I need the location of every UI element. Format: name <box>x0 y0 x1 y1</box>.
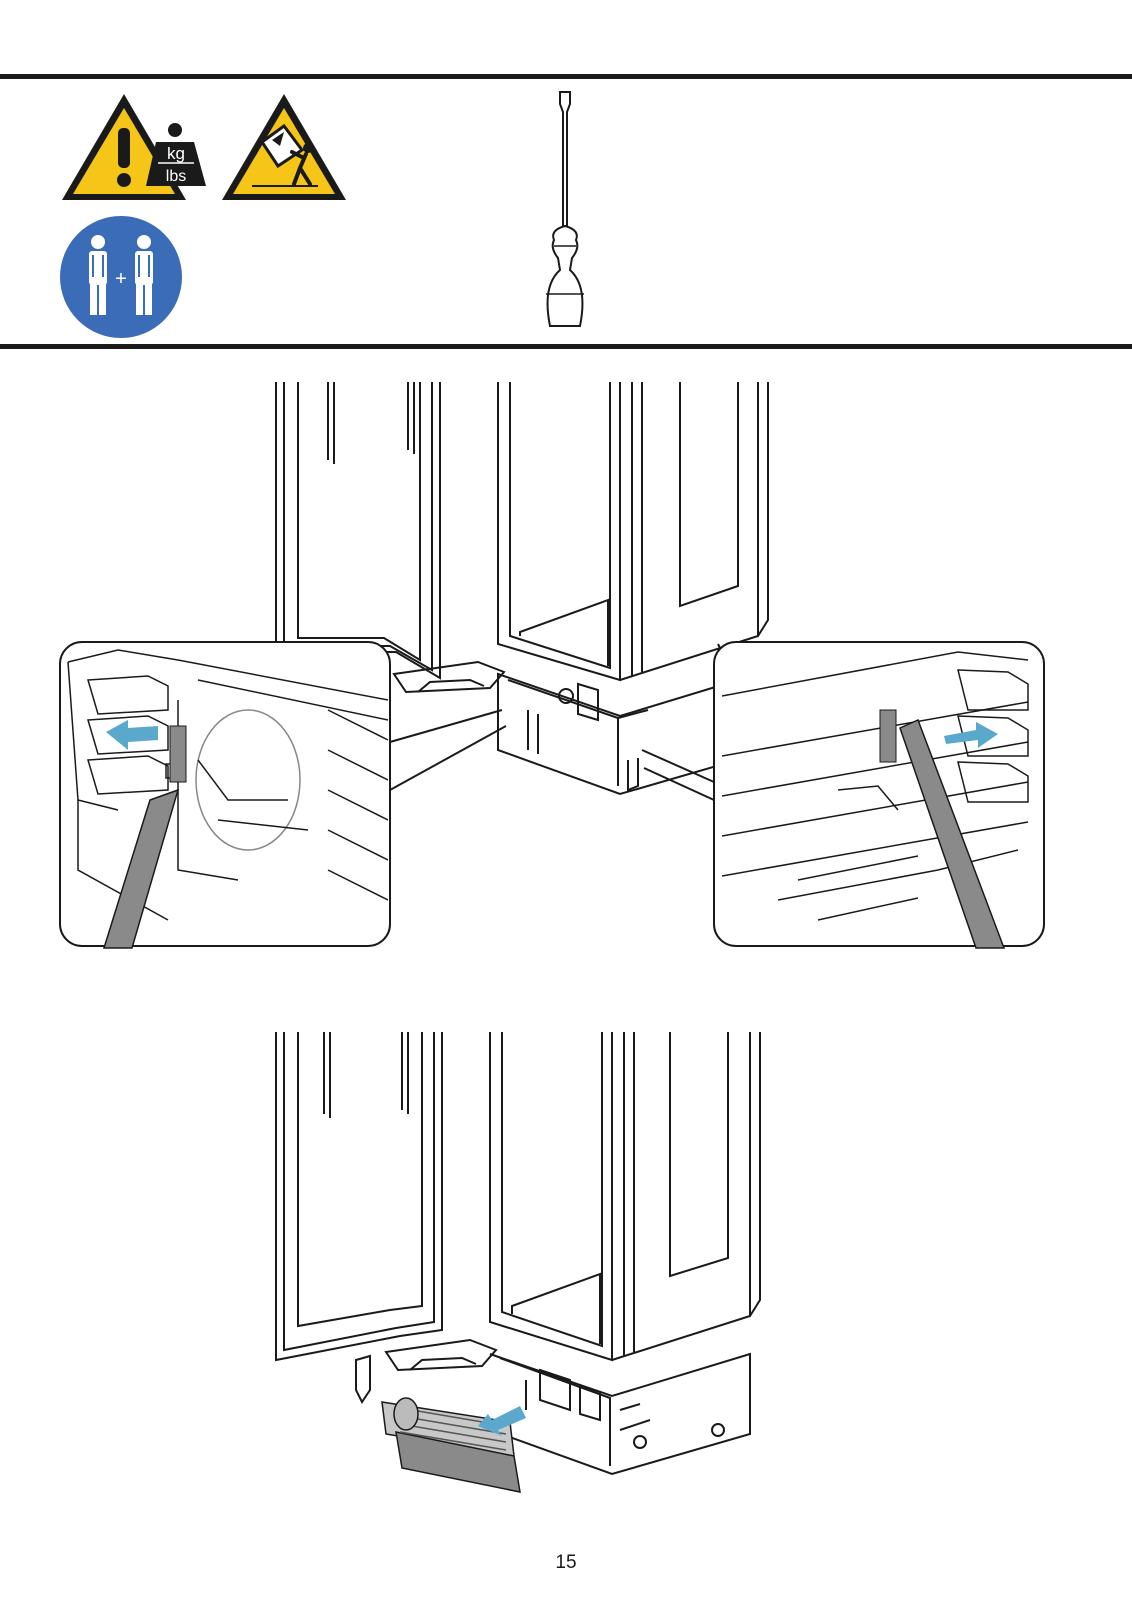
header-top-rule <box>0 74 1132 79</box>
cabinet-illustration-release-clips <box>58 380 1066 970</box>
page-number: 15 <box>0 1552 1132 1574</box>
two-person-plus: + <box>115 268 127 290</box>
weight-unit-lbs: lbs <box>166 168 186 185</box>
weight-warning-icon: kg lbs <box>58 90 208 206</box>
cabinet-illustration-remove-grille <box>270 1030 770 1500</box>
weight-unit-kg: kg <box>167 144 185 163</box>
flathead-screwdriver-icon <box>536 90 596 338</box>
header-bottom-rule <box>0 344 1132 349</box>
tipping-hazard-icon <box>218 90 350 206</box>
two-person-lift-icon: + <box>59 215 183 339</box>
